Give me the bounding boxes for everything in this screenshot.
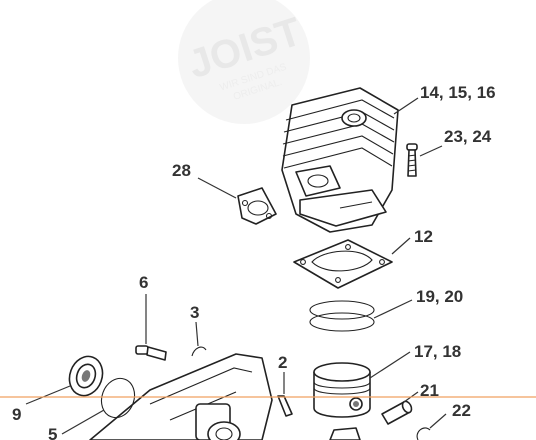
callout-9: 9	[12, 405, 21, 424]
piston-rings-part[interactable]	[309, 300, 375, 332]
piston-pin-part[interactable]	[381, 400, 413, 425]
leader-lines	[25, 97, 447, 435]
dowel-pin-part[interactable]	[277, 395, 293, 417]
callout-6: 6	[139, 273, 148, 292]
joist-watermark-logo: JOIST WIR SIND DAS ORIGINAL.	[178, 0, 310, 124]
crankcase-screw-part[interactable]	[135, 345, 167, 361]
muffler-gasket-part[interactable]	[237, 187, 277, 225]
oil-seal-part[interactable]	[64, 352, 108, 401]
retaining-ring-part[interactable]	[96, 374, 140, 423]
needle-bearing-part[interactable]	[329, 427, 361, 440]
callout-5: 5	[48, 425, 57, 440]
cylinder-base-gasket-part[interactable]	[293, 239, 393, 289]
cylinder-part[interactable]	[281, 87, 399, 233]
callout-22: 22	[452, 401, 471, 420]
callout-23-24: 23, 24	[444, 127, 492, 146]
spring-pin-part[interactable]	[191, 346, 207, 357]
callout-2: 2	[278, 353, 287, 372]
callout-3: 3	[190, 303, 199, 322]
circlip-part[interactable]	[416, 427, 431, 440]
cylinder-screw-part[interactable]	[406, 143, 418, 177]
callout-labels: 14, 15, 16 23, 24 28 12 6 3 19, 20 17, 1…	[12, 83, 496, 440]
callout-14-15-16: 14, 15, 16	[420, 83, 496, 102]
callout-21: 21	[420, 381, 439, 400]
callout-12: 12	[414, 227, 433, 246]
callout-17-18: 17, 18	[414, 342, 461, 361]
callout-28: 28	[172, 161, 191, 180]
piston-part[interactable]	[313, 362, 371, 418]
callout-19-20: 19, 20	[416, 287, 463, 306]
